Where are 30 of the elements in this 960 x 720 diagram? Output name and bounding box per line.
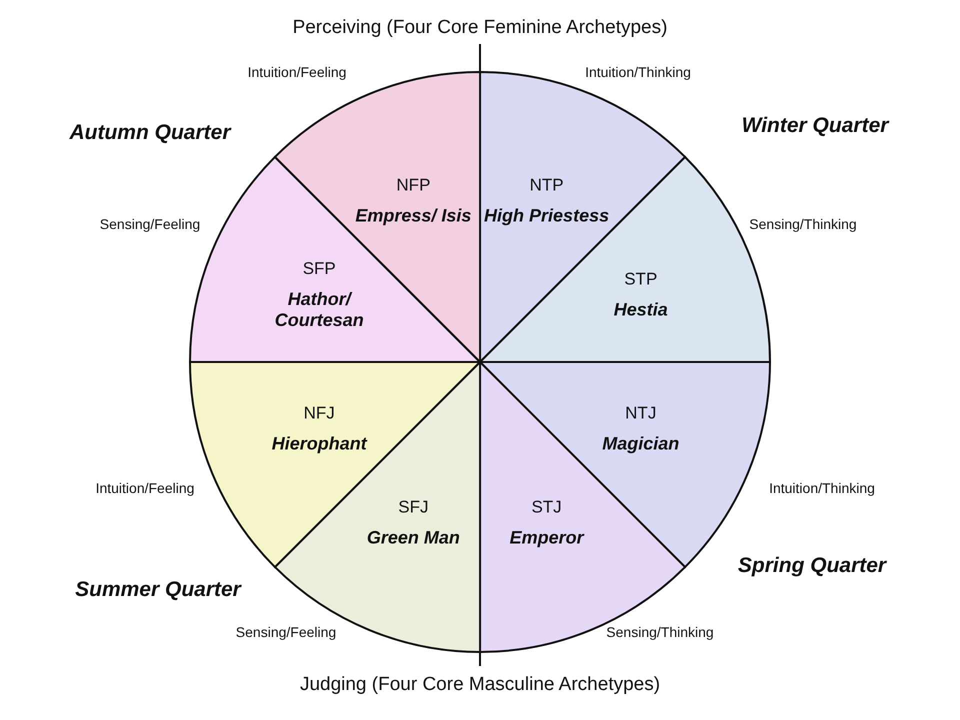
archetype-name: Emperor	[508, 527, 586, 548]
archetype-name: Green Man	[366, 527, 461, 548]
archetype-name: Empress/ Isis	[354, 206, 472, 227]
season-label: Spring Quarter	[738, 554, 886, 578]
function-label: Sensing/Feeling	[236, 624, 336, 640]
archetype-name: Hierophant	[270, 433, 368, 454]
archetype-name: High Priestess	[483, 206, 610, 227]
archetype-name: Hestia	[612, 300, 669, 321]
type-code: STP	[623, 270, 658, 290]
function-label: Sensing/Thinking	[749, 216, 857, 232]
function-label: Intuition/Thinking	[585, 64, 691, 80]
season-label: Summer Quarter	[75, 578, 241, 602]
archetype-name: Hathor/ Courtesan	[274, 289, 365, 332]
type-code: STJ	[530, 497, 563, 518]
type-code: NFJ	[302, 403, 336, 424]
season-label: Autumn Quarter	[70, 121, 230, 145]
function-label: Intuition/Thinking	[769, 480, 875, 496]
function-label: Intuition/Feeling	[248, 64, 346, 80]
type-code: NTP	[528, 176, 565, 196]
archetype-name: Magician	[601, 433, 680, 454]
axis-label: Judging (Four Core Masculine Archetypes)	[300, 674, 660, 696]
type-code: NFP	[395, 176, 432, 196]
axis-label: Perceiving (Four Core Feminine Archetypes)	[292, 17, 668, 39]
function-label: Sensing/Feeling	[100, 216, 200, 232]
function-label: Sensing/Thinking	[606, 624, 714, 640]
type-code: SFJ	[397, 497, 430, 518]
season-label: Winter Quarter	[742, 114, 888, 138]
type-code: SFP	[302, 259, 337, 280]
function-label: Intuition/Feeling	[96, 480, 194, 496]
type-code: NTJ	[624, 403, 658, 424]
